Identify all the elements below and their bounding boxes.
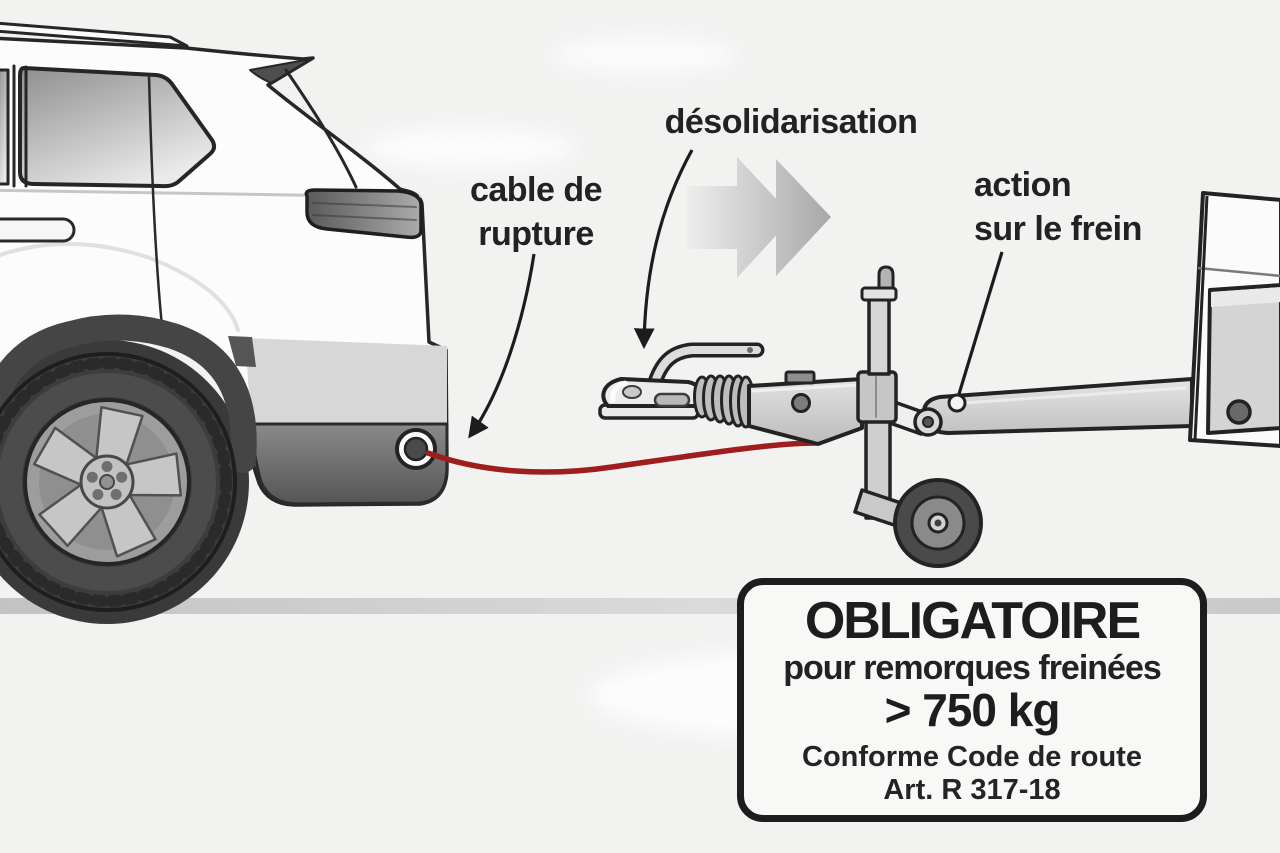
leader-desolidarisation (633, 149, 694, 350)
bellows (693, 374, 755, 429)
breakaway-cable (425, 440, 819, 475)
wheel-arch-trim (0, 314, 257, 473)
label-action-line1: action (974, 166, 1072, 204)
wheel-lugs (86, 461, 128, 500)
d-pillar-line (284, 68, 358, 189)
coupler-detail-hole (622, 385, 642, 399)
coupler-latch-slot (653, 392, 691, 408)
trailer-panel-top-strip (1211, 287, 1280, 307)
rocker-panel (228, 336, 256, 367)
info-box-weight: > 750 kg (884, 684, 1061, 736)
fender-crease (0, 242, 240, 332)
info-box-title: OBLIGATOIRE (804, 592, 1141, 650)
brake-linkage-hole (947, 393, 967, 413)
jockey-crank-knob (877, 265, 895, 290)
door-handle (0, 217, 76, 243)
cable-attachment-ring (395, 428, 437, 470)
leader-lines (468, 149, 1004, 439)
handle-end-hole (747, 347, 753, 353)
info-box: OBLIGATOIRE pour remorques freinées > 75… (737, 578, 1207, 822)
label-cable-line1: cable de (469, 171, 603, 209)
drawbar-assembly (853, 265, 1194, 568)
hitch-coupler (598, 342, 864, 446)
jockey-wheel (893, 478, 983, 568)
jockey-post-upper (867, 296, 891, 376)
trailer-panel (1206, 283, 1280, 435)
rear-quarter-window (18, 66, 217, 189)
label-cable-line2: rupture (478, 215, 594, 253)
label-action-line2: sur le frein (974, 210, 1142, 248)
info-box-compliance: Conforme Code de route (802, 741, 1142, 773)
leader-cable-de-rupture (468, 253, 536, 439)
front-window-sliver (0, 68, 10, 186)
lower-cladding (246, 338, 447, 424)
car (0, 21, 449, 624)
trailer-fold-line (1197, 266, 1280, 278)
trailer-front-post (1193, 195, 1209, 441)
door-seam (147, 74, 165, 338)
trailer (1188, 191, 1280, 448)
label-action-sur-le-frein: action sur le frein (974, 163, 1142, 251)
label-desolidarisation: désolidarisation (664, 103, 918, 141)
spoiler (249, 58, 312, 84)
fast-forward-icon (686, 157, 831, 278)
housing-top-tab (784, 370, 816, 385)
info-box-subtitle: pour remorques freinées (783, 649, 1162, 687)
trailer-socket (1226, 399, 1252, 425)
tail-light (304, 188, 423, 240)
label-cable-de-rupture: cable de rupture (428, 168, 644, 256)
roof-rail (0, 21, 189, 48)
lever-bolt (922, 416, 934, 428)
leader-action-sur-le-frein (957, 251, 1004, 395)
b-pillar (12, 64, 28, 188)
rear-wheel (0, 352, 237, 612)
jockey-post-cap (860, 286, 898, 302)
housing-bolt (791, 393, 811, 413)
info-box-article: Art. R 317-18 (883, 774, 1061, 806)
